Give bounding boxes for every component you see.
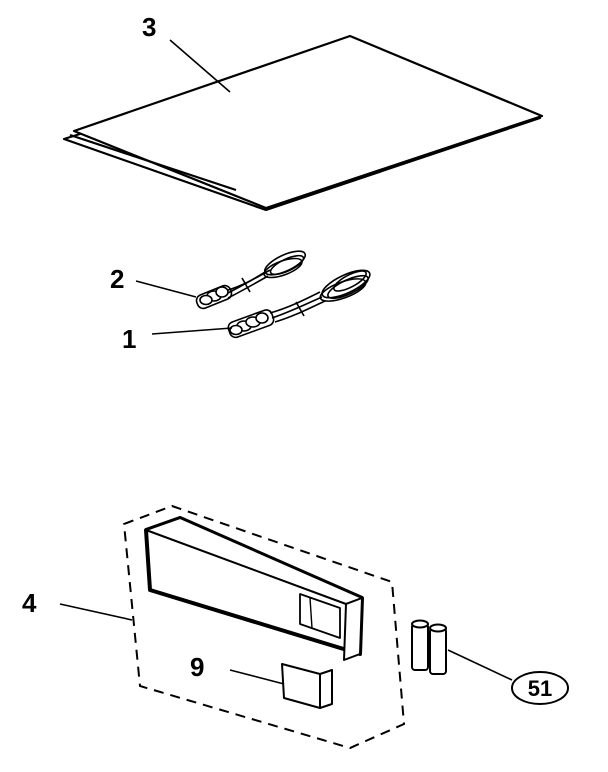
part-2-cable [195,250,307,310]
leader-4 [59,603,133,621]
leader-51 [447,649,513,681]
part-3-manual [62,34,544,212]
leader-3 [169,39,231,93]
leader-2 [135,280,197,298]
remote-control [144,516,364,661]
part-9-block [281,663,333,709]
callout-4: 4 [22,588,37,618]
callout-51: 51 [528,676,552,701]
leader-9 [229,669,285,685]
callout-51-circle [511,671,569,705]
part-1-cable [227,269,371,339]
callout-1: 1 [122,324,136,354]
manual-front-sheet [72,34,544,210]
part-4-kit-outline [122,504,406,750]
callout-9: 9 [190,652,204,682]
callout-3: 3 [142,12,156,42]
leader-1 [151,327,233,335]
manual-page-edge [69,133,237,192]
part-51-batteries [411,619,447,675]
callout-2: 2 [110,264,124,294]
